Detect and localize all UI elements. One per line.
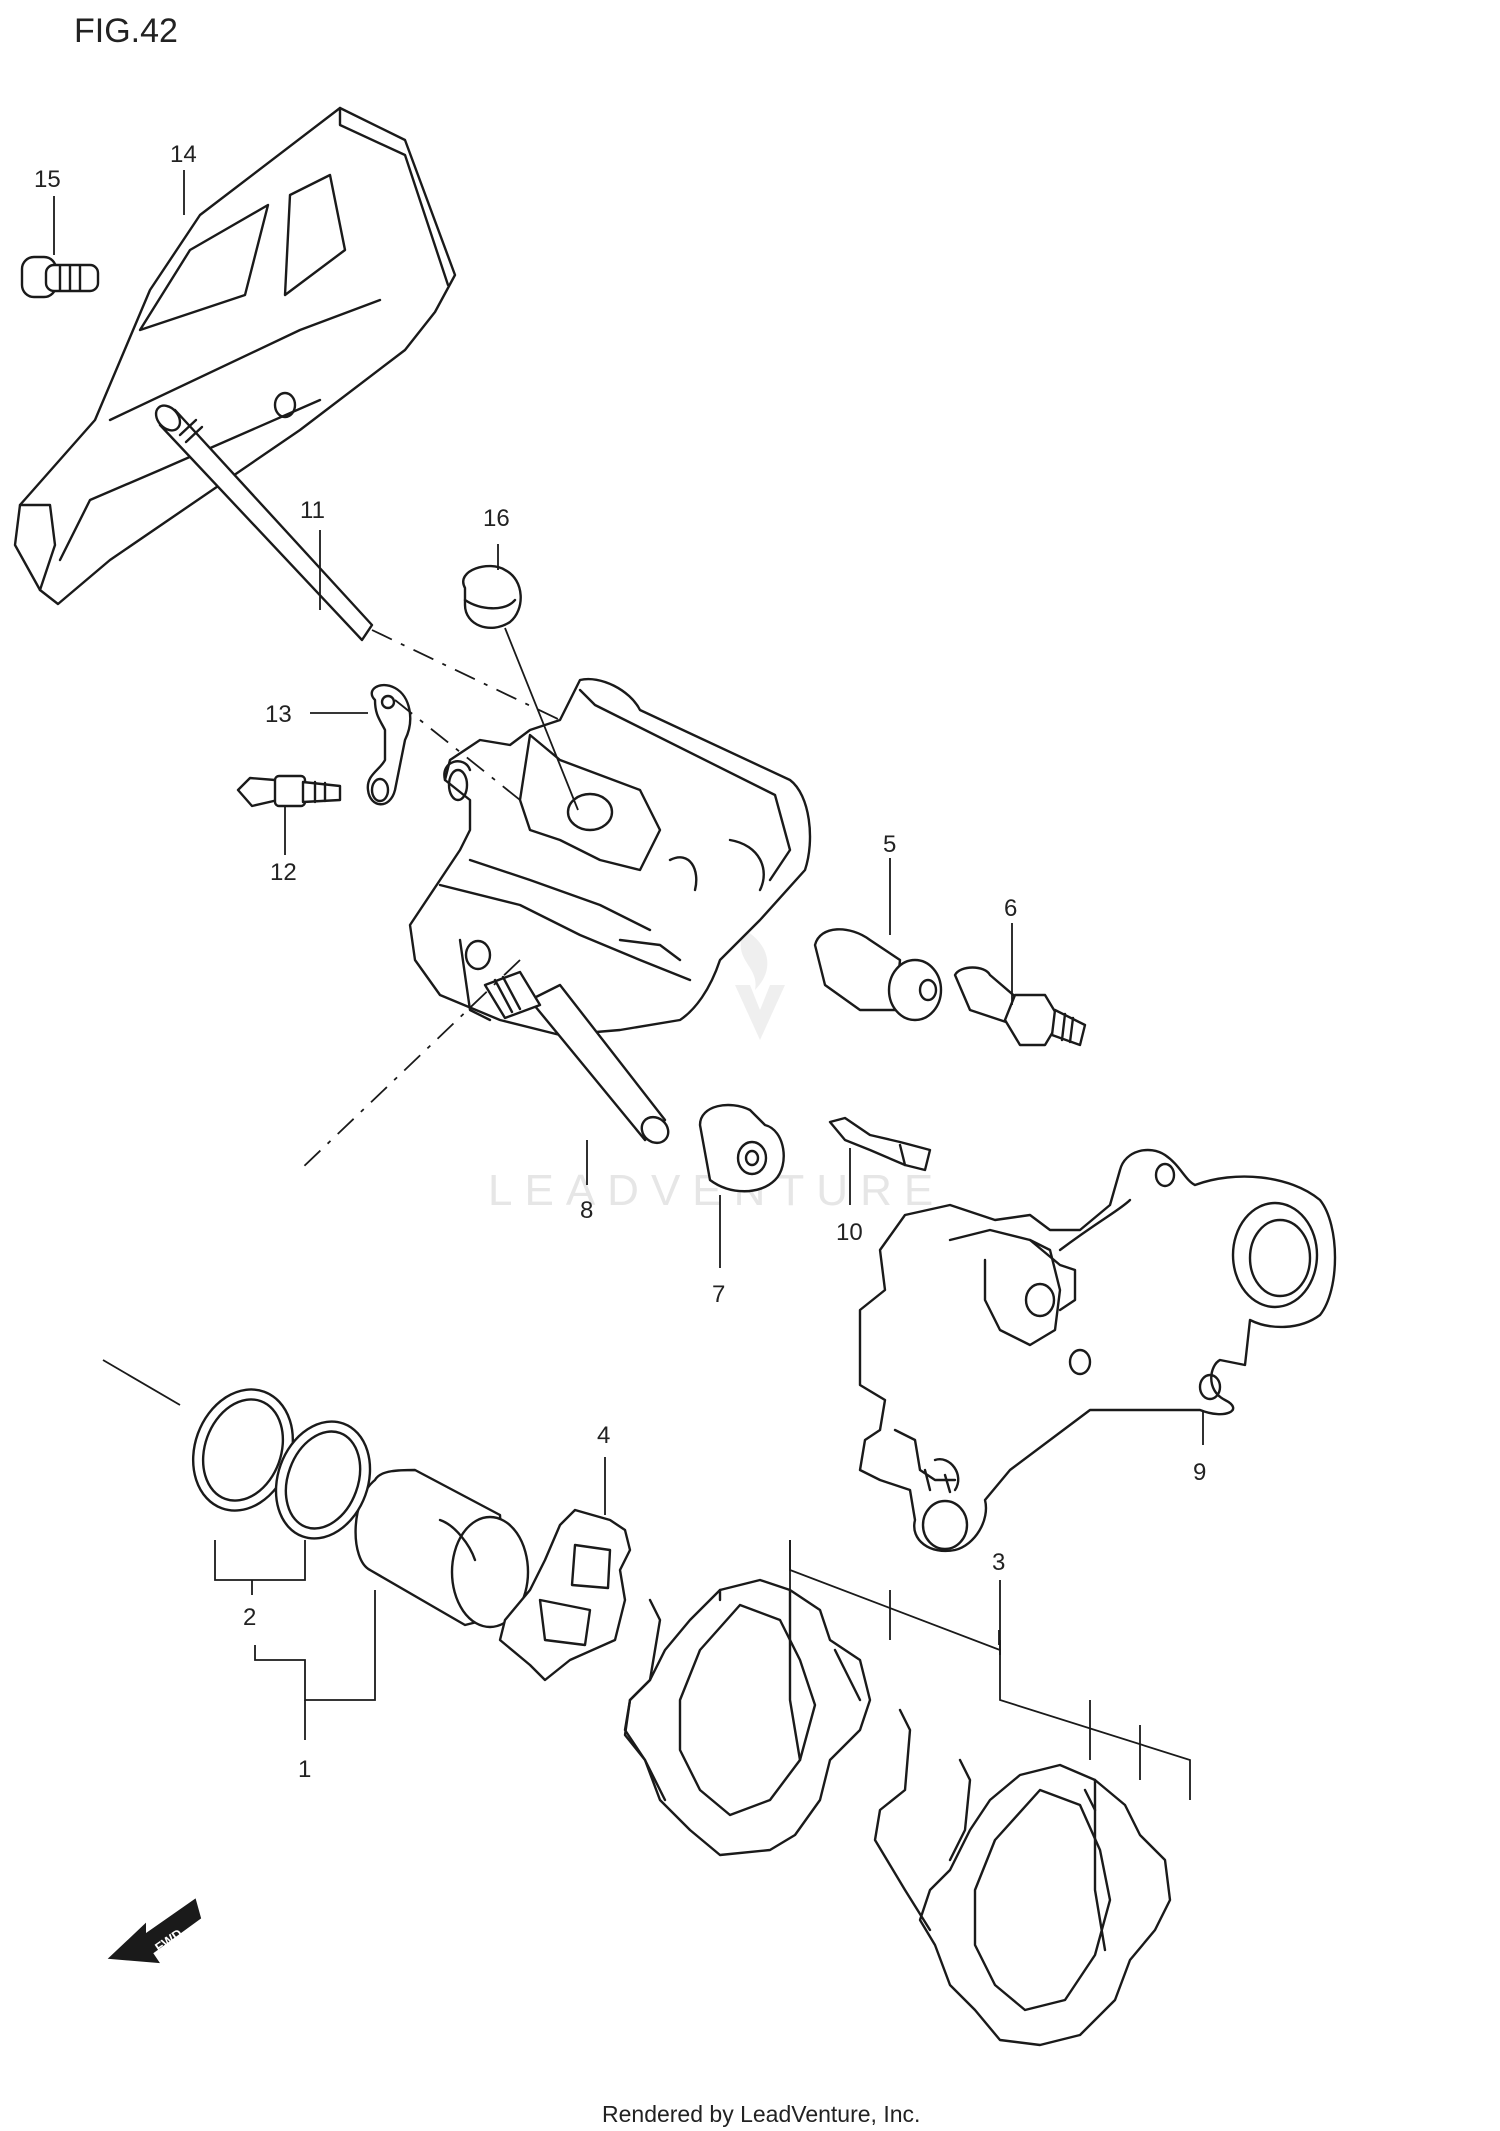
- leader-lines: [53, 170, 1204, 1800]
- part-10-pad-spring[interactable]: [828, 1116, 932, 1172]
- part-7-boot[interactable]: [698, 1103, 785, 1193]
- part-16-cap[interactable]: [462, 564, 522, 630]
- part-14-guard[interactable]: [13, 106, 457, 606]
- figure-title: FIG.42: [74, 12, 178, 50]
- caliper-body[interactable]: [408, 677, 812, 1037]
- part-4-shim[interactable]: [498, 1508, 632, 1682]
- callout-8: 8: [580, 1197, 593, 1224]
- callout-15: 15: [34, 166, 61, 193]
- part-8-slide-pin[interactable]: [483, 970, 673, 1148]
- fwd-direction-arrow: FWD: [107, 1898, 202, 1964]
- callout-10: 10: [836, 1219, 863, 1246]
- callout-11: 11: [300, 497, 325, 524]
- centerline-upper: [371, 629, 561, 721]
- part-2-seal-inner[interactable]: [260, 1408, 386, 1552]
- callout-13: 13: [265, 701, 292, 728]
- callout-9: 9: [1193, 1459, 1206, 1486]
- part-6-bolt[interactable]: [953, 966, 1087, 1047]
- footer-credit: Rendered by LeadVenture, Inc.: [602, 2101, 920, 2127]
- part-12-bleeder[interactable]: [236, 774, 342, 808]
- callout-6: 6: [1004, 895, 1017, 922]
- part-9-bracket[interactable]: [858, 1148, 1337, 1553]
- leadventure-watermark-logo: [735, 930, 785, 1040]
- callout-5: 5: [883, 831, 896, 858]
- callout-3: 3: [992, 1549, 1005, 1576]
- part-5-bushing[interactable]: [813, 928, 943, 1022]
- part-1-piston[interactable]: [354, 1468, 530, 1629]
- callout-12: 12: [270, 859, 297, 886]
- part-3-brake-pad-rear[interactable]: [918, 1763, 1172, 2047]
- part-11-pin[interactable]: [151, 401, 374, 642]
- part-3-brake-pad-front[interactable]: [623, 1578, 872, 1857]
- part-15-bolt[interactable]: [20, 255, 100, 299]
- part-13-clip[interactable]: [366, 683, 412, 806]
- callout-14: 14: [170, 141, 197, 168]
- callout-4: 4: [597, 1422, 610, 1449]
- centerline-pin: [394, 699, 521, 801]
- callout-1: 1: [298, 1756, 311, 1783]
- callout-2: 2: [243, 1604, 256, 1631]
- centerline-lower: [299, 959, 521, 1171]
- callout-7: 7: [712, 1281, 725, 1308]
- callout-16: 16: [483, 505, 510, 532]
- part-3-brake-pad-back-plates[interactable]: [623, 1598, 1097, 1932]
